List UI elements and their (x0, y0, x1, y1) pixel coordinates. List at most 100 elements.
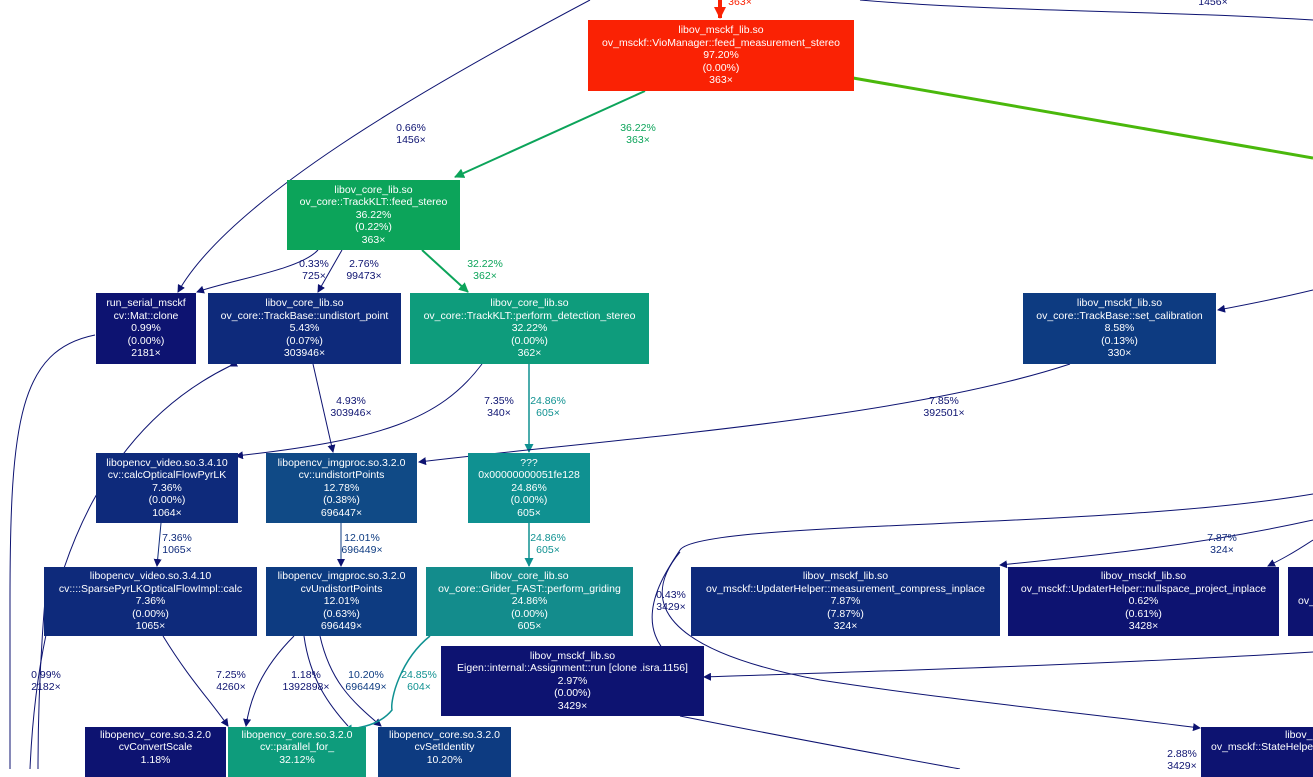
edge-label-percent: 7.85% (929, 395, 959, 407)
node-self: (0.61%) (1125, 607, 1162, 620)
node-function: ov_core::TrackKLT::feed_stereo (299, 196, 448, 209)
edge-label-to-eigen: 0.43% 3429× (656, 589, 686, 614)
node-function: ov_core::TrackBase::undistort_point (220, 309, 389, 322)
edge-label-to-clone: 0.33% 725× (299, 258, 329, 283)
edge-label-calls: 604× (407, 681, 431, 694)
edge-right-to-eigen (703, 651, 1313, 681)
node-function: cvSetIdentity (414, 741, 475, 754)
edge-label-to-convert-scale-2: 1.18% 1392898× (282, 669, 329, 694)
edge-cvundistort-to-parallel (243, 635, 295, 727)
node-function: ov_core::TrackKLT::perform_detection_ste… (423, 309, 636, 322)
edge-label-percent: 0.33% (299, 258, 329, 270)
node-feed-stereo[interactable]: libov_core_lib.so ov_core::TrackKLT::fee… (287, 180, 460, 250)
node-partial-right[interactable]: ov_ (1288, 567, 1313, 636)
node-calls: 696449× (320, 620, 363, 633)
edge-stereo-to-undistort (317, 249, 343, 293)
edge-label-calls: 1456× (396, 134, 426, 147)
node-function: ov_msckf::UpdaterHelper::measurement_com… (706, 582, 985, 595)
node-total: 32.12% (279, 753, 315, 766)
node-cv-convert-scale[interactable]: libopencv_core.so.3.2.0 cvConvertScale 1… (85, 727, 226, 777)
node-calc-optical-flow[interactable]: libopencv_video.so.3.4.10 cv::calcOptica… (96, 453, 238, 523)
node-function: 0x00000000051fe128 (478, 469, 580, 482)
node-self: (0.00%) (510, 494, 548, 507)
edge-label-to-state-helper: 2.88% 3429× (1167, 748, 1197, 773)
node-function: cvConvertScale (118, 741, 193, 754)
node-lib: libopencv_video.so.3.4.10 (106, 456, 228, 469)
edge-label-percent: 7.35% (484, 395, 514, 407)
node-self: (0.00%) (127, 334, 165, 347)
node-self: (0.00%) (554, 687, 591, 700)
node-self: (0.13%) (1101, 334, 1138, 347)
node-unknown-address[interactable]: ??? 0x00000000051fe128 24.86% (0.00%) 60… (468, 453, 590, 523)
node-lib: libopencv_core.so.3.2.0 (100, 729, 211, 741)
edge-label-from-set-calibration: 7.85% 392501× (923, 395, 964, 420)
node-total: 2.97% (557, 674, 588, 687)
node-self: (0.38%) (323, 494, 360, 507)
node-nullspace-project[interactable]: libov_msckf_lib.so ov_msckf::UpdaterHelp… (1008, 567, 1279, 636)
edge-label-calls: 3429× (656, 601, 686, 614)
node-lib: libov_msckf_lib.so (678, 24, 764, 37)
node-feed-measurement-stereo[interactable]: libov_msckf_lib.so ov_msckf::VioManager:… (588, 20, 854, 91)
edge-clone-down (9, 334, 96, 769)
node-undistort-point[interactable]: libov_core_lib.so ov_core::TrackBase::un… (208, 293, 401, 364)
edge-to-nullspace (1267, 539, 1313, 567)
edge-label-calls: 1456× (1198, 0, 1228, 8)
edge-label-to-parallel-for: 24.85% 604× (401, 669, 437, 694)
node-lib: ??? (520, 456, 538, 469)
edge-sparse-to-convert (162, 635, 229, 727)
edge-label-percent: 7.36% (162, 532, 192, 544)
edge-to-feed-stereo (454, 90, 646, 178)
node-perform-griding[interactable]: libov_core_lib.so ov_core::Grider_FAST::… (426, 567, 633, 636)
node-sparse-pyr-lk[interactable]: libopencv_video.so.3.4.10 cv::::SparsePy… (44, 567, 257, 636)
node-lib: libov_core_lib.so (490, 570, 569, 583)
node-calls: 330× (1107, 347, 1132, 360)
edge-cvundistort-to-convert (303, 635, 349, 727)
node-calls: 324× (833, 620, 858, 633)
node-self: (0.22%) (355, 221, 392, 234)
edge-label-to-measurement-compress: 7.87% 324× (1207, 532, 1237, 557)
node-lib: libopencv_video.so.3.4.10 (89, 570, 212, 583)
edge-label-percent: 0.99% (31, 669, 61, 681)
edge-label-percent: 10.20% (348, 669, 384, 681)
node-calls: 605× (517, 506, 541, 519)
node-self: (0.07%) (286, 334, 323, 347)
node-perform-detection-stereo[interactable]: libov_core_lib.so ov_core::TrackKLT::per… (410, 293, 649, 364)
edge-calibration-to-cv (418, 363, 1071, 466)
node-cv-undistort-points[interactable]: libopencv_imgproc.so.3.2.0 cv::undistort… (266, 453, 417, 523)
edge-label-top-right: 1456× (1198, 0, 1228, 8)
edge-label-clone-down: 0.99% 2182× (31, 669, 61, 694)
edge-label-calls: 725× (302, 270, 326, 283)
node-function: cv::parallel_for_ (259, 741, 335, 754)
node-lib: libov_core_lib.so (265, 297, 344, 310)
node-self: (0.63%) (323, 607, 360, 620)
edge-label-calls: 3429× (1167, 760, 1197, 773)
node-total: 0.62% (1128, 595, 1159, 608)
node-mat-clone[interactable]: run_serial_msckf cv::Mat::clone 0.99% (0… (96, 293, 196, 364)
edge-label-percent: 32.22% (467, 258, 503, 270)
node-lib: libov_core_lib.so (490, 297, 569, 310)
edge-label-to-unknown: 24.86% 605× (530, 395, 566, 420)
node-function: cv::calcOpticalFlowPyrLK (107, 469, 227, 482)
edge-label-top-in: 363× (728, 0, 752, 8)
edge-label-percent: 24.86% (530, 532, 566, 544)
node-measurement-compress[interactable]: libov_msckf_lib.so ov_msckf::UpdaterHelp… (691, 567, 1000, 636)
node-set-identity[interactable]: libopencv_core.so.3.2.0 cvSetIdentity 10… (378, 727, 511, 777)
node-function: ov_msckf::UpdaterHelper::nullspace_proje… (1020, 582, 1267, 595)
node-set-calibration[interactable]: libov_msckf_lib.so ov_core::TrackBase::s… (1023, 293, 1216, 364)
node-function: ov_ (1298, 595, 1313, 608)
edge-label-percent: 36.22% (620, 122, 656, 134)
edge-label-calls: 4260× (216, 681, 246, 694)
edge-label-percent: 7.25% (216, 669, 246, 681)
node-eigen-assignment[interactable]: libov_msckf_lib.so Eigen::internal::Assi… (441, 646, 704, 716)
node-lib: libopencv_core.so.3.2.0 (241, 729, 353, 741)
node-state-helper[interactable]: libov_ ov_msckf::StateHelpe (1201, 727, 1313, 777)
edge-label-to-undistort-point: 2.76% 99473× (346, 258, 381, 283)
node-parallel-for[interactable]: libopencv_core.so.3.2.0 cv::parallel_for… (228, 727, 366, 777)
edge-calc-to-sparse (153, 522, 162, 567)
node-calls: 2181× (131, 347, 161, 360)
node-cv-undistort-points-c[interactable]: libopencv_imgproc.so.3.2.0 cvUndistortPo… (266, 567, 417, 636)
node-lib: libov_msckf_lib.so (1076, 297, 1163, 310)
edge-stereo-to-detection (421, 249, 469, 293)
edge-detection-to-calc (235, 363, 483, 460)
edge-label-percent: 24.85% (401, 669, 437, 681)
